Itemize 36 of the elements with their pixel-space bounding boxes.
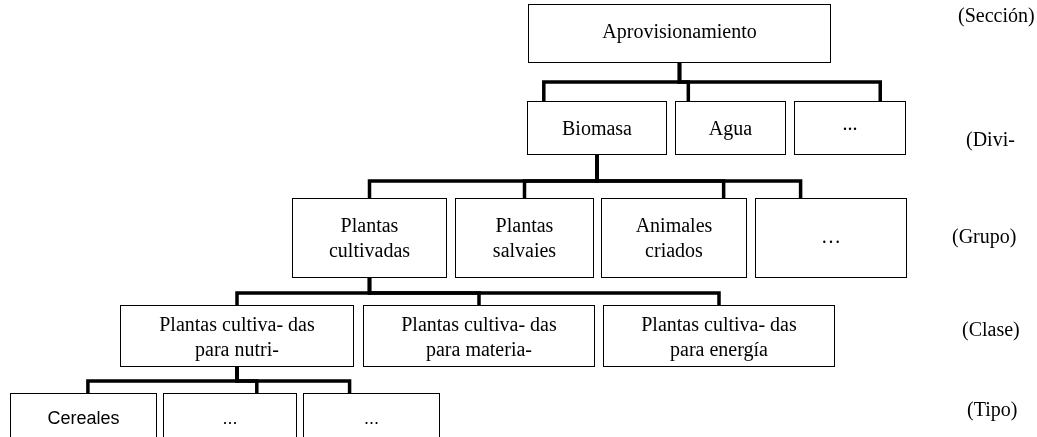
category-box: [528, 4, 831, 63]
level-label: (Sección): [958, 4, 1035, 27]
category-box: [675, 101, 786, 155]
category-box: [794, 101, 906, 155]
level-label: (Tipo): [967, 398, 1018, 421]
category-label: Animales criados: [634, 213, 714, 263]
category-box: [455, 198, 594, 278]
level-label: (Clase): [962, 318, 1020, 341]
connector-line: [677, 63, 882, 101]
category-label: Plantas cultivadas: [327, 213, 412, 263]
category-box: [303, 393, 440, 437]
category-label: Plantas salvaies: [491, 213, 558, 263]
category-box: [10, 393, 157, 437]
category-label: Plantas cultiva- das para nutri-: [158, 312, 316, 362]
category-label: Cereales: [46, 407, 121, 430]
category-label: Plantas cultiva- das para energía: [640, 312, 798, 362]
connector-line: [235, 367, 352, 393]
category-label: Biomasa: [561, 116, 633, 141]
category-box: [163, 393, 297, 437]
category-label: ...: [841, 111, 859, 136]
category-box: [292, 198, 447, 278]
category-box: [527, 101, 667, 155]
category-box: [755, 198, 907, 278]
category-label: ...: [221, 407, 239, 430]
category-box: [603, 305, 835, 367]
category-label: Plantas cultiva- das para materia-: [400, 312, 558, 362]
category-label: Aprovisionamiento: [601, 19, 758, 44]
category-box: [601, 198, 747, 278]
category-box: [363, 305, 595, 367]
category-label: Agua: [707, 116, 754, 141]
level-label: (Divi-: [966, 128, 1015, 151]
category-label: …: [820, 224, 842, 249]
category-box: [120, 305, 354, 367]
connector-line: [367, 278, 721, 305]
level-label: (Grupo): [952, 225, 1017, 248]
category-label: ...: [363, 407, 380, 430]
